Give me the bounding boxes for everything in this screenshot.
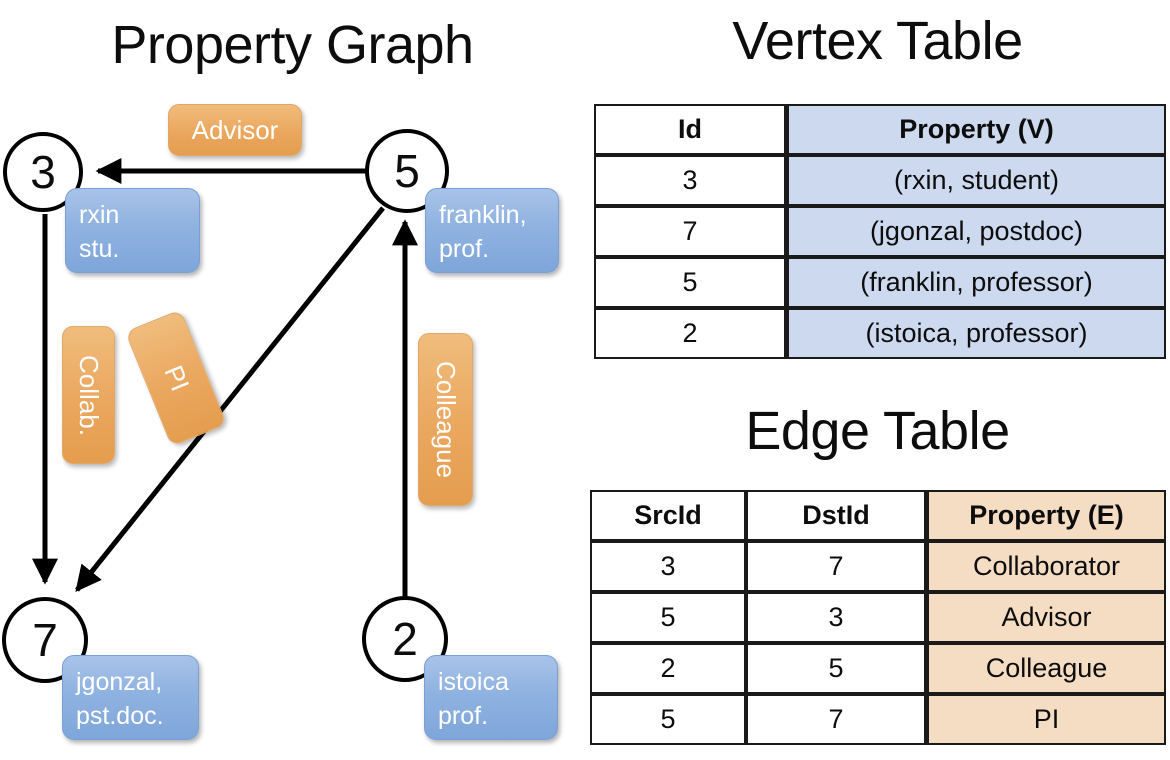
vertex-7-property-line2: pst.doc. [76,701,164,730]
vertex-row-property: (istoica, professor) [786,308,1166,359]
edge-row-property: Colleague [926,643,1166,694]
edge-row-dstid: 5 [746,643,926,694]
edge-row-srcid: 5 [590,592,746,643]
graph-edges-svg [32,158,418,598]
table-row[interactable]: 3 (rxin, student) [594,155,1166,206]
property-graph-diagram: 3 5 7 2 rxin stu. franklin, prof. jgonza… [2,104,559,740]
vertex-2-property-line1: istoica [438,668,509,696]
table-row[interactable]: 5 (franklin, professor) [594,257,1166,308]
vertex-2-property-callout: istoica prof. [424,655,558,740]
edge-row-dstid: 3 [746,592,926,643]
edge-table-header-row: SrcId DstId Property (E) [590,490,1166,541]
edge-5-to-7 [75,206,385,593]
vertex-5-label: 5 [394,145,420,197]
edge-table-col-property: Property (E) [926,490,1166,541]
edge-row-srcid: 5 [590,694,746,745]
edge-label-colleague: Colleague [418,333,473,506]
edge-label-collab: Collab. [62,326,115,464]
page-title-vertex-table: Vertex Table [732,11,1023,71]
graph-vertex-5[interactable]: 5 [365,129,449,213]
edge-label-advisor: Advisor [168,104,302,156]
edge-row-property: Advisor [926,592,1166,643]
edge-row-srcid: 3 [590,541,746,592]
edge-row-property: Collaborator [926,541,1166,592]
edge-label-colleague-text: Colleague [431,360,461,479]
vertex-3-label: 3 [30,146,56,198]
vertex-table-col-property: Property (V) [786,104,1166,155]
vertex-5-property-callout: franklin, prof. [425,188,559,273]
edge-label-pi-text: PI [157,360,195,395]
vertex-row-id: 2 [594,308,786,359]
edge-table-col-dstid: DstId [746,490,926,541]
graph-vertex-2[interactable]: 2 [362,596,448,682]
edge-row-srcid: 2 [590,643,746,694]
vertex-3-property-callout: rxin stu. [65,188,200,273]
vertex-table: Id Property (V) 3 (rxin, student) 7 (jgo… [594,104,1166,359]
table-row[interactable]: 2 (istoica, professor) [594,308,1166,359]
edge-row-dstid: 7 [746,694,926,745]
vertex-table-header-row: Id Property (V) [594,104,1166,155]
vertex-3-property-line1: rxin [79,201,120,229]
table-row[interactable]: 5 3 Advisor [590,592,1166,643]
vertex-7-property-line1: jgonzal, [76,668,163,696]
vertex-table-col-id: Id [594,104,786,155]
vertex-7-label: 7 [32,614,58,666]
edge-table-col-srcid: SrcId [590,490,746,541]
page-title-edge-table: Edge Table [745,401,1010,461]
edge-table: SrcId DstId Property (E) 3 7 Collaborato… [590,490,1166,745]
page-title-property-graph: Property Graph [111,15,474,75]
vertex-row-property: (rxin, student) [786,155,1166,206]
vertex-3-property-line2: stu. [79,234,120,263]
vertex-2-label: 2 [392,613,418,665]
vertex-row-property: (franklin, professor) [786,257,1166,308]
edge-label-collab-text: Collab. [74,354,104,436]
table-row[interactable]: 5 7 PI [590,694,1166,745]
vertex-5-property-line2: prof. [439,234,490,263]
edge-label-advisor-text: Advisor [191,114,279,145]
vertex-row-id: 3 [594,155,786,206]
vertex-7-property-callout: jgonzal, pst.doc. [62,655,199,740]
edge-row-property: PI [926,694,1166,745]
vertex-row-id: 7 [594,206,786,257]
table-row[interactable]: 7 (jgonzal, postdoc) [594,206,1166,257]
vertex-row-property: (jgonzal, postdoc) [786,206,1166,257]
table-row[interactable]: 2 5 Colleague [590,643,1166,694]
edge-row-dstid: 7 [746,541,926,592]
vertex-5-property-line1: franklin, [439,201,527,229]
vertex-row-id: 5 [594,257,786,308]
vertex-2-property-line2: prof. [438,701,489,730]
table-row[interactable]: 3 7 Collaborator [590,541,1166,592]
